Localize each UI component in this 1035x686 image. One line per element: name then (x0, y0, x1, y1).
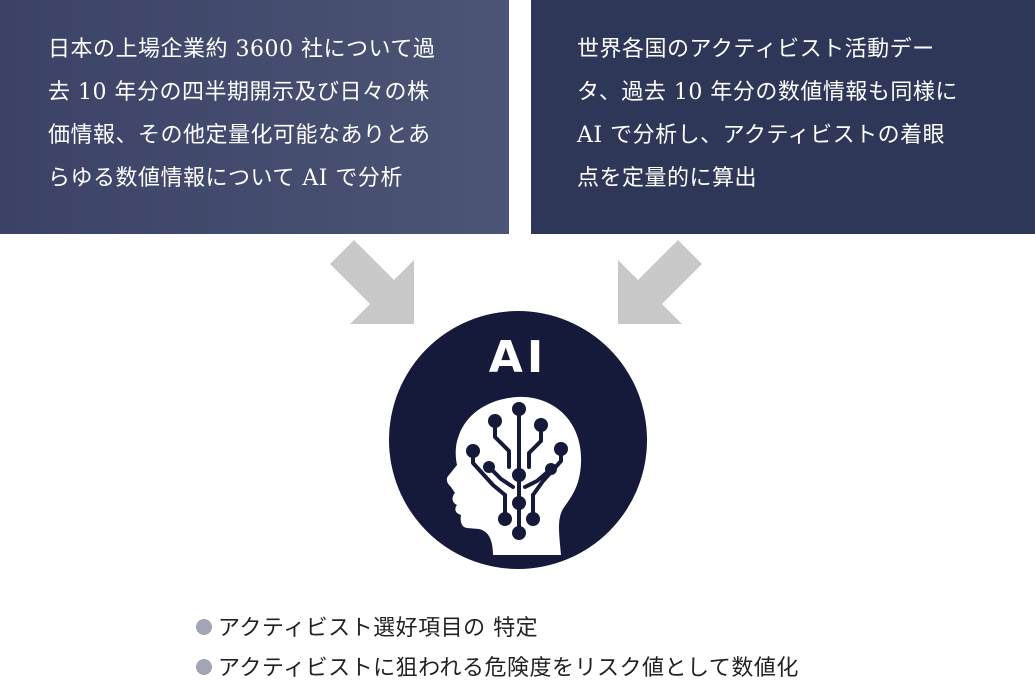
box-line: 点を定量的に算出 (577, 166, 758, 191)
box-line: 価情報、その他定量化可能なありとあ (48, 123, 431, 148)
info-box-listed-companies: 日本の上場企業約 3600 社について過 去 10 年分の四半期開示及び日々の株… (0, 0, 509, 234)
arrow-down-left-icon (618, 240, 702, 324)
box-line: 日本の上場企業約 3600 社について過 (48, 37, 436, 62)
box-line: 去 10 年分の四半期開示及び日々の株 (48, 80, 430, 105)
box-line: タ、過去 10 年分の数値情報も同様に (577, 80, 958, 105)
list-item: アクティビストに狙われる危険度をリスク値として数値化 (196, 646, 799, 686)
box-line: AI で分析し、アクティビストの着眼 (577, 123, 946, 148)
bullet-text: アクティビストに狙われる危険度をリスク値として数値化 (218, 656, 799, 681)
box-line: らゆる数値情報について AI で分析 (48, 166, 403, 191)
info-box-activist-data: 世界各国のアクティビスト活動デー タ、過去 10 年分の数値情報も同様に AI … (531, 0, 1035, 234)
box-line: 世界各国のアクティビスト活動デー (577, 37, 935, 62)
result-bullet-list: アクティビスト選好項目の 特定 アクティビストに狙われる危険度をリスク値として数… (196, 606, 799, 686)
list-item: アクティビスト選好項目の 特定 (196, 606, 799, 646)
ai-label: AI (488, 332, 548, 383)
ai-circle: AI (389, 311, 647, 569)
bullet-dot-icon (196, 619, 212, 635)
ai-head-circuit-icon (446, 396, 582, 555)
bullet-dot-icon (196, 659, 212, 675)
arrow-down-right-icon (330, 240, 414, 324)
bullet-text: アクティビスト選好項目の 特定 (218, 616, 539, 641)
